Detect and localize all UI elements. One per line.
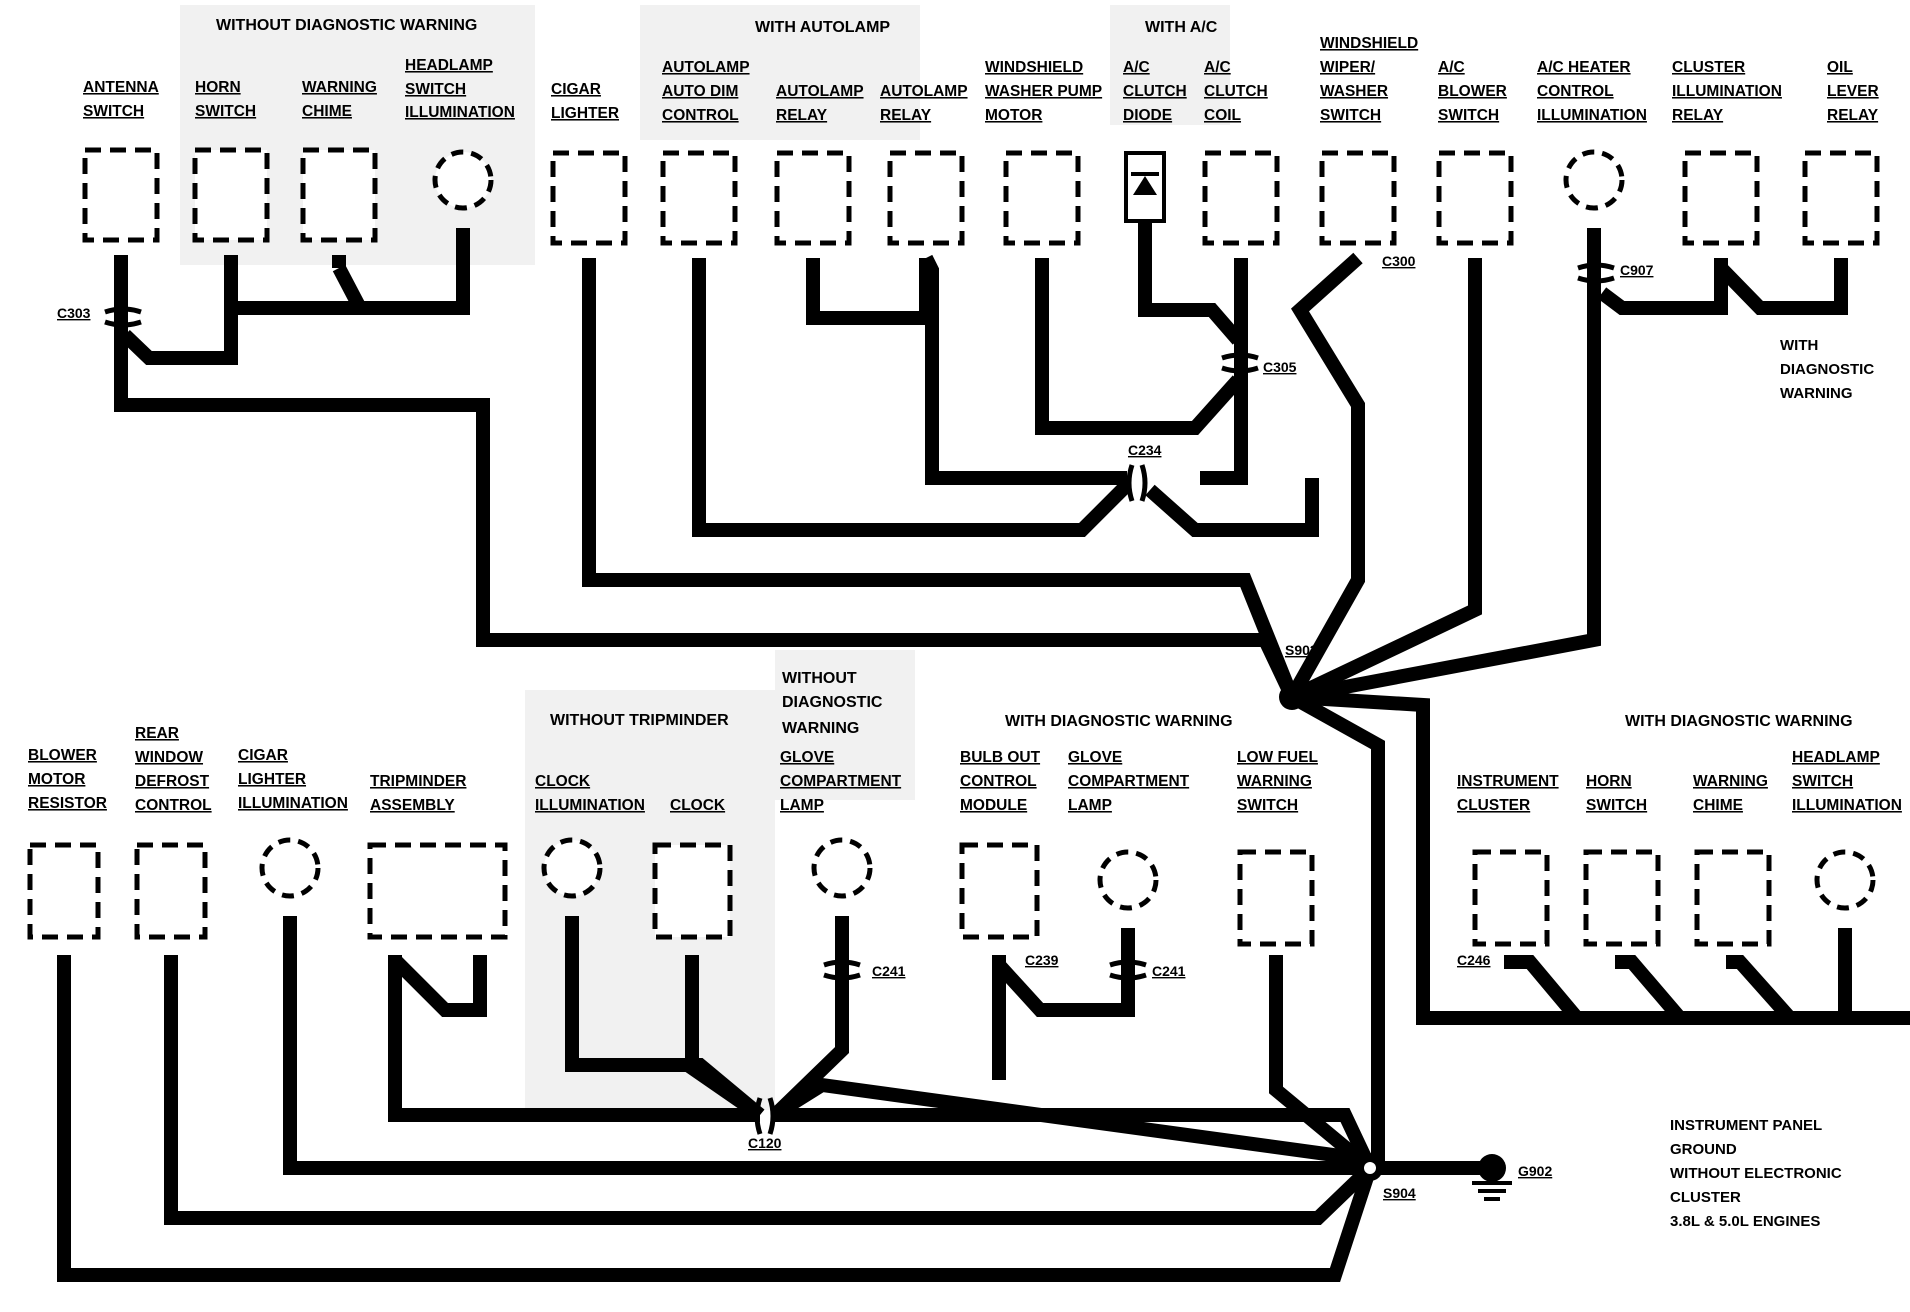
- splice-s903-dot: [1279, 684, 1305, 710]
- wiring: [57, 221, 1910, 1282]
- headlamp-illumination-lamp: [432, 149, 494, 211]
- cigar-lighter-illumination-lamp: [259, 837, 321, 899]
- connector-c305-label: C305: [1263, 359, 1297, 375]
- antenna-switch-box: [82, 147, 160, 243]
- warning-chime-box: [300, 147, 378, 243]
- autolamp-auto-dim-box: [660, 150, 738, 246]
- ac-clutch-diode: [1124, 151, 1166, 223]
- horn-switch-box: [192, 147, 270, 243]
- header-with-ac: WITH A/C: [1145, 19, 1218, 36]
- oil-lever-relay-box: [1802, 150, 1880, 246]
- glove-compartment-lamp-1: [811, 837, 873, 899]
- connector-c241b-label: C241: [1152, 963, 1186, 979]
- header-with-diagnostic-warning-right: WITH DIAGNOSTIC WARNING: [1625, 713, 1853, 730]
- clock-illumination-lamp: [541, 837, 603, 899]
- c303-connector: [104, 306, 142, 328]
- rear-defrost-control-box: [134, 842, 208, 940]
- glove-compartment-lamp-2: [1097, 849, 1159, 911]
- c305-connector: [1221, 352, 1259, 374]
- header-with-diagnostic-warning-top: WITH DIAGNOSTIC WARNING: [1780, 337, 1878, 402]
- ground-g902-symbol: [1472, 1154, 1512, 1201]
- clock-box: [652, 842, 733, 940]
- diagram-title-note: INSTRUMENT PANEL GROUND WITHOUT ELECTRON…: [1670, 1117, 1846, 1230]
- wiper-washer-switch-box: [1319, 150, 1397, 246]
- header-without-diagnostic-warning-bottom: WITHOUT DIAGNOSTIC WARNING: [782, 670, 887, 737]
- horn-switch-2-box: [1583, 849, 1661, 947]
- ac-clutch-coil-box: [1202, 150, 1280, 246]
- ac-blower-switch-box: [1436, 150, 1514, 246]
- connector-c241a-label: C241: [872, 963, 906, 979]
- connector-c303-label: C303: [57, 305, 91, 321]
- low-fuel-warning-switch-box: [1237, 849, 1315, 947]
- top-components: [82, 147, 1880, 246]
- blower-motor-resistor-box: [27, 842, 101, 940]
- header-with-diagnostic-warning-bottom: WITH DIAGNOSTIC WARNING: [1005, 713, 1233, 730]
- warning-chime-2-box: [1694, 849, 1772, 947]
- autolamp-relay-1-box: [774, 150, 852, 246]
- c120-connector: [754, 1097, 776, 1135]
- connector-c234-label: C234: [1128, 442, 1162, 458]
- label-clock: CLOCK: [670, 797, 726, 814]
- header-without-tripminder: WITHOUT TRIPMINDER: [550, 712, 729, 729]
- header-with-autolamp: WITH AUTOLAMP: [755, 19, 890, 36]
- c234-connector: [1126, 464, 1148, 502]
- connector-c300-label: C300: [1382, 253, 1416, 269]
- connector-c239-label: C239: [1025, 952, 1059, 968]
- cigar-lighter-box: [550, 150, 628, 246]
- bottom-components: [27, 837, 1876, 947]
- washer-pump-motor-box: [1003, 150, 1081, 246]
- bulb-out-module-box: [959, 842, 1040, 940]
- instrument-cluster-box: [1472, 849, 1550, 947]
- ground-g902-label: G902: [1518, 1163, 1552, 1179]
- c241b-connector: [1109, 959, 1147, 981]
- c907-connector: [1577, 262, 1615, 284]
- connector-c907-label: C907: [1620, 262, 1654, 278]
- ac-heater-illumination-lamp: [1563, 149, 1625, 211]
- cluster-illumination-relay-box: [1682, 150, 1760, 246]
- connector-c246-label: C246: [1457, 952, 1491, 968]
- connector-symbols: [104, 262, 1615, 1135]
- splice-s904-label: S904: [1383, 1185, 1416, 1201]
- autolamp-relay-2-box: [887, 150, 965, 246]
- connector-c120-label: C120: [748, 1135, 782, 1151]
- c241a-connector: [823, 959, 861, 981]
- header-without-diagnostic-warning: WITHOUT DIAGNOSTIC WARNING: [216, 17, 477, 34]
- headlamp-illumination-lamp-2: [1814, 849, 1876, 911]
- tripminder-assembly-box: [367, 842, 508, 940]
- splice-s903-label: S903: [1285, 642, 1318, 658]
